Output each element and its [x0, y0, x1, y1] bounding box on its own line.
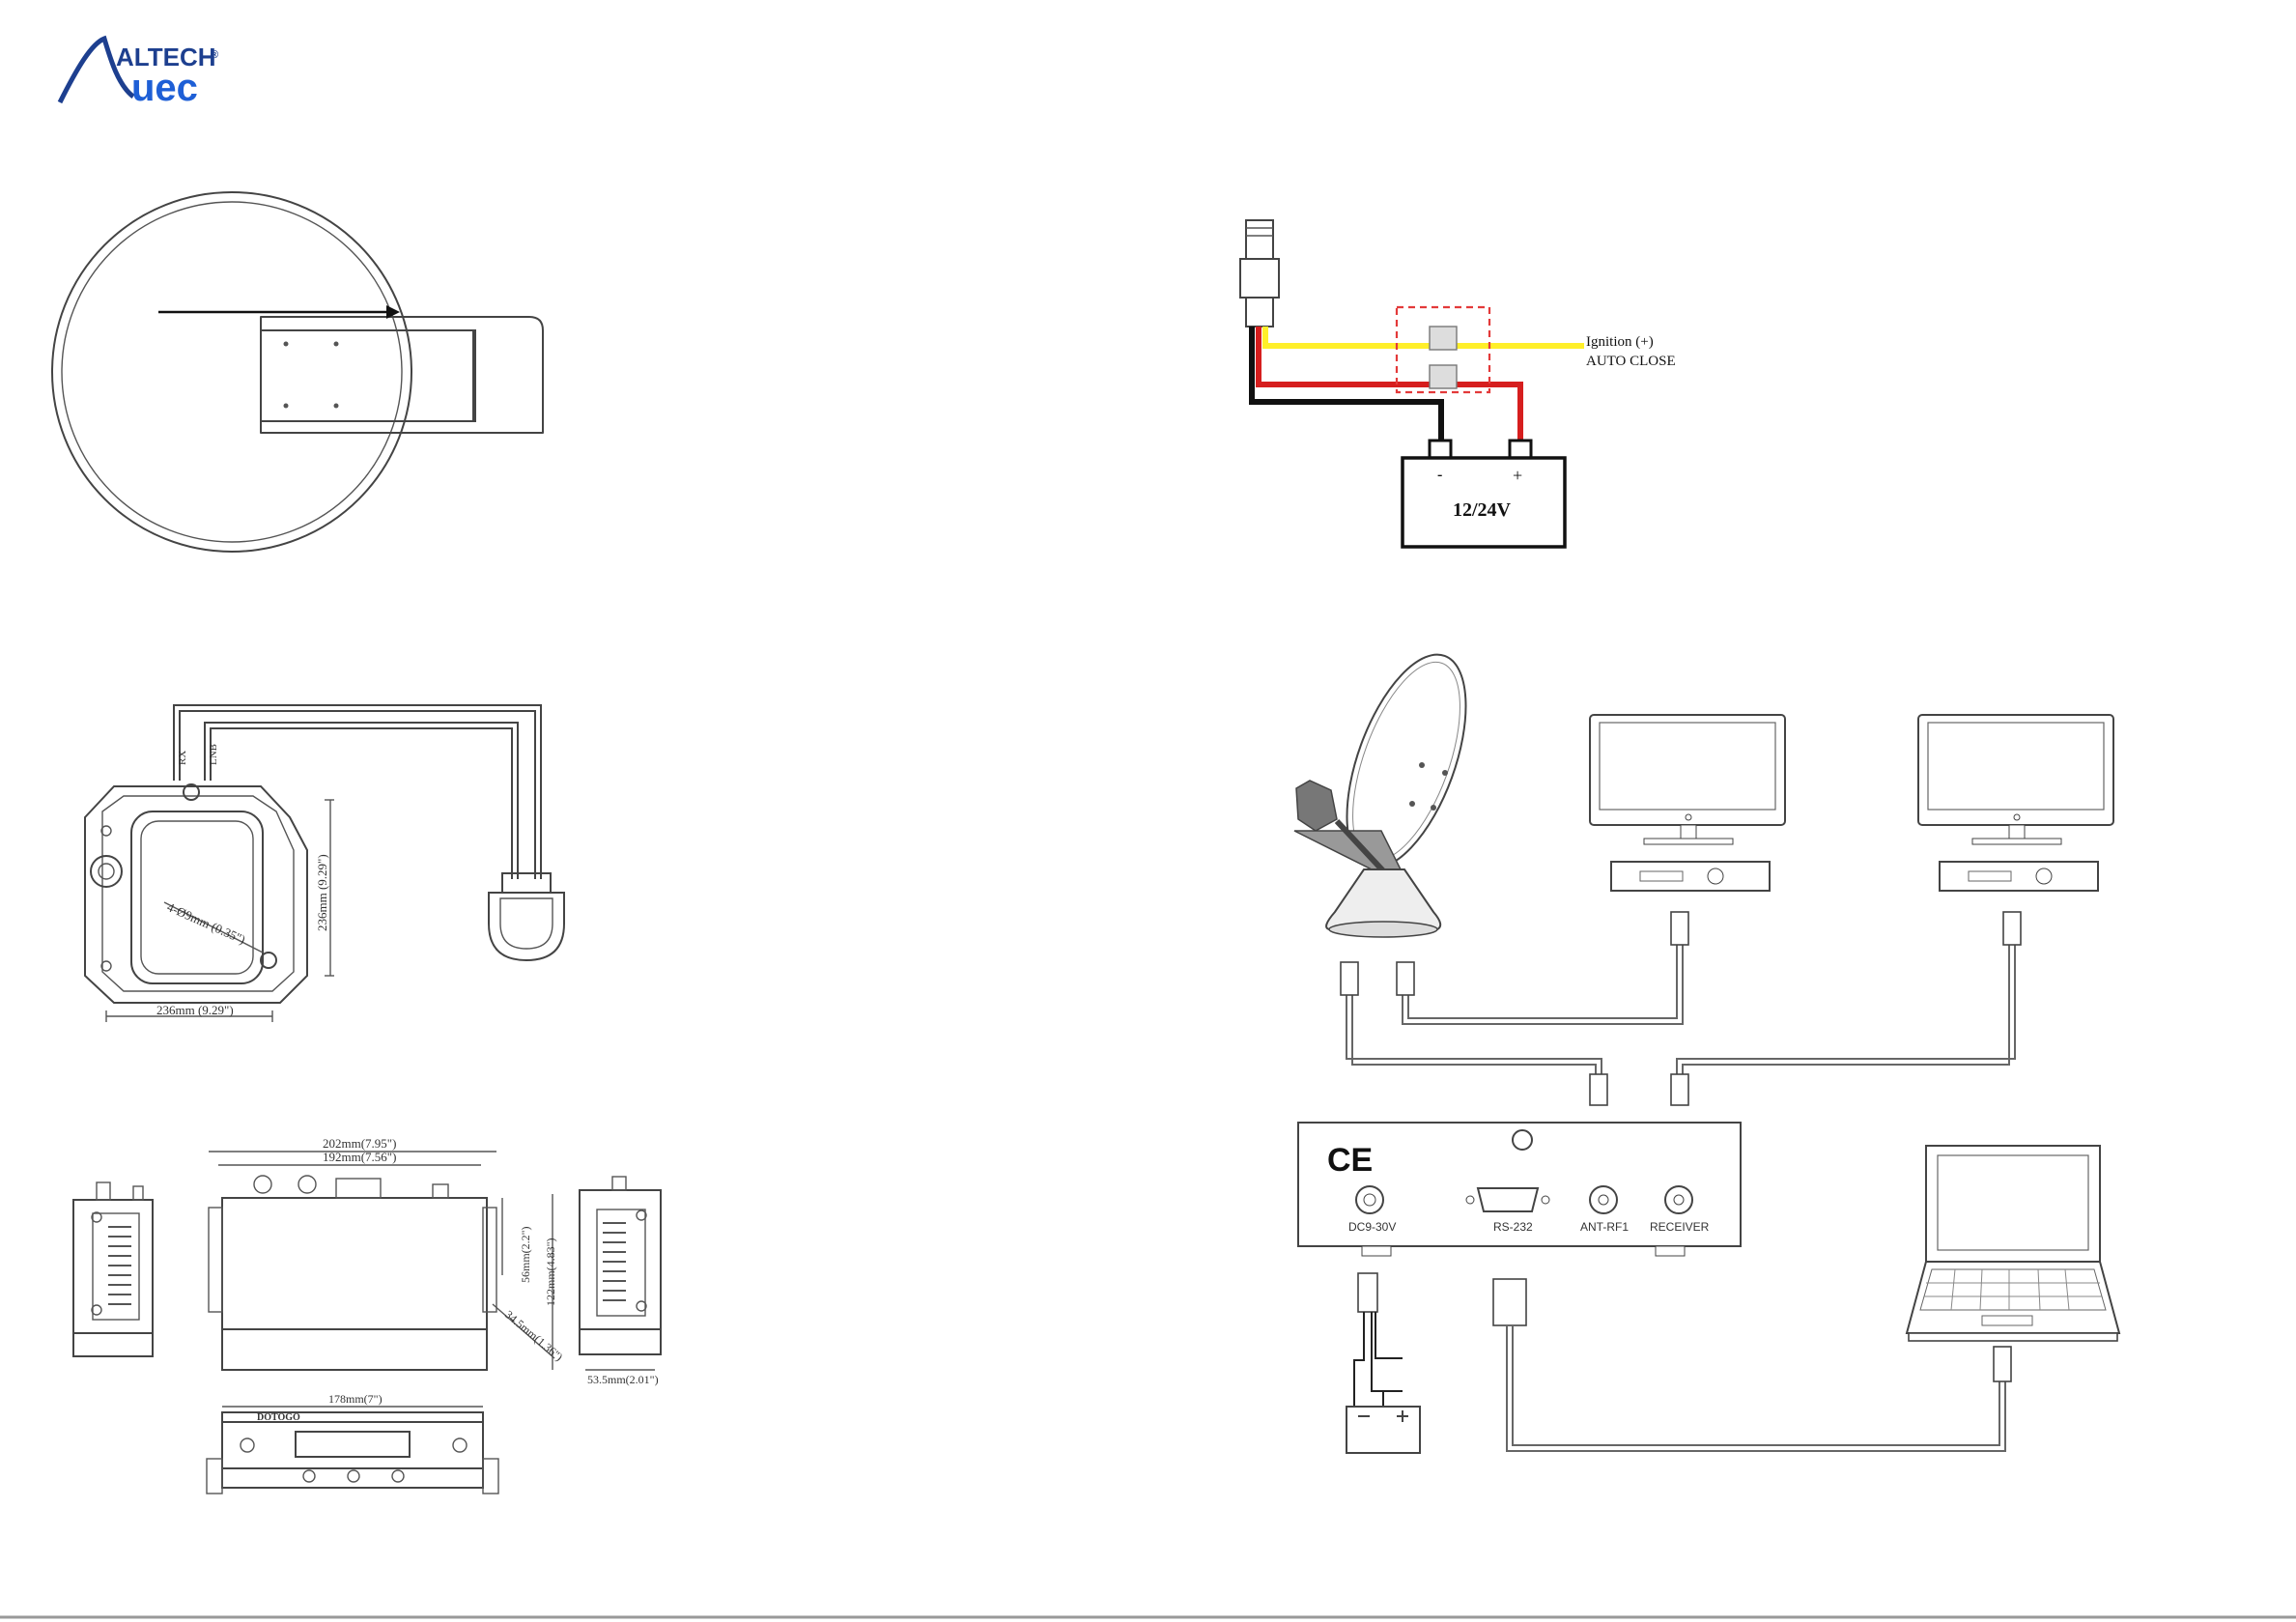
ce-mark: CE [1327, 1142, 1373, 1179]
control-box-drawings: 202mm(7.95") 192mm(7.56") 56mm(2.2") 122… [73, 1136, 661, 1494]
control-box-right-view: 53.5mm(2.01") [580, 1177, 661, 1386]
port-label-rs232: RS-232 [1493, 1220, 1533, 1234]
power-connector-plug [1240, 220, 1279, 327]
satellite-receiver-icon [1611, 862, 1770, 891]
battery-icon [1403, 441, 1565, 547]
port-label-dc: DC9-30V [1348, 1220, 1396, 1234]
connector-label-lnb: LNB [208, 744, 219, 765]
altech-uec-logo: ALTECH ® uec [60, 39, 218, 109]
tv-monitor-icon [1590, 715, 1785, 844]
control-box-top-view: 202mm(7.95") 192mm(7.56") 56mm(2.2") 122… [209, 1136, 565, 1370]
connector-label-rx: RX [177, 751, 188, 765]
control-box-panel: CE DC9-30V RS-232 ANT-RF1 RECEIVER [1298, 1123, 1741, 1256]
base-mount-drawing: RX LNB 236mm (9.29") 236mm (9.29") [85, 705, 564, 1022]
dc-power-port-icon [1356, 1186, 1383, 1213]
tv-monitor-icon [1918, 715, 2113, 844]
coax-cables [1346, 945, 2015, 1074]
width-dimension-label: 236mm (9.29") [156, 1003, 234, 1017]
front-width-label: 178mm(7") [328, 1392, 383, 1406]
antenna-top-view [52, 192, 543, 552]
ant-rf1-port-icon [1590, 1186, 1617, 1213]
connector-plug-icon [489, 873, 564, 960]
coax-connector-icon [1341, 912, 2021, 1105]
overall-width-label: 202mm(7.95") [323, 1136, 396, 1151]
battery-voltage-label: 12/24V [1453, 499, 1512, 521]
battery-icon [1346, 1407, 1420, 1453]
front-brand-label: DOTOGO [257, 1412, 300, 1423]
laptop-icon [1907, 1146, 2119, 1341]
hole-dimension-label: 4-Ø9mm (0.35") [165, 899, 247, 947]
control-box-front-view: 178mm(7") DOTOGO [207, 1392, 498, 1494]
auto-close-label: AUTO CLOSE [1586, 354, 1676, 369]
total-height-label: 122mm(4.83") [544, 1238, 557, 1306]
battery-minus-label: - [1437, 467, 1442, 483]
logo-registered-mark: ® [211, 49, 218, 61]
depth-label: 53.5mm(2.01") [587, 1373, 659, 1386]
battery-plus-label: + [1513, 466, 1522, 485]
height-dimension-label: 236mm (9.29") [315, 854, 329, 931]
receiver-port-icon [1665, 1186, 1692, 1213]
satellite-receiver-icon [1940, 862, 2098, 891]
power-wiring-diagram: - + 12/24V Ignition (+) AUTO CLOSE [1240, 220, 1676, 547]
ignition-wire [1265, 327, 1584, 346]
port-label-receiver: RECEIVER [1650, 1220, 1710, 1234]
small-height-label: 56mm(2.2") [519, 1226, 532, 1283]
feet-height-label: 34.5mm(1.36") [502, 1308, 565, 1364]
inner-width-label: 192mm(7.56") [323, 1150, 396, 1164]
fuse-icon [1430, 327, 1457, 388]
satellite-antenna-icon [1294, 640, 1490, 937]
ignition-label: Ignition (+) [1586, 334, 1654, 350]
dc-power-cable [1354, 1273, 1403, 1410]
control-box-left-view [73, 1182, 153, 1356]
system-connection-diagram: CE DC9-30V RS-232 ANT-RF1 RECEIVER [1294, 640, 2119, 1453]
logo-brand-mark: uec [131, 67, 198, 109]
port-label-ant-rf1: ANT-RF1 [1580, 1220, 1629, 1234]
